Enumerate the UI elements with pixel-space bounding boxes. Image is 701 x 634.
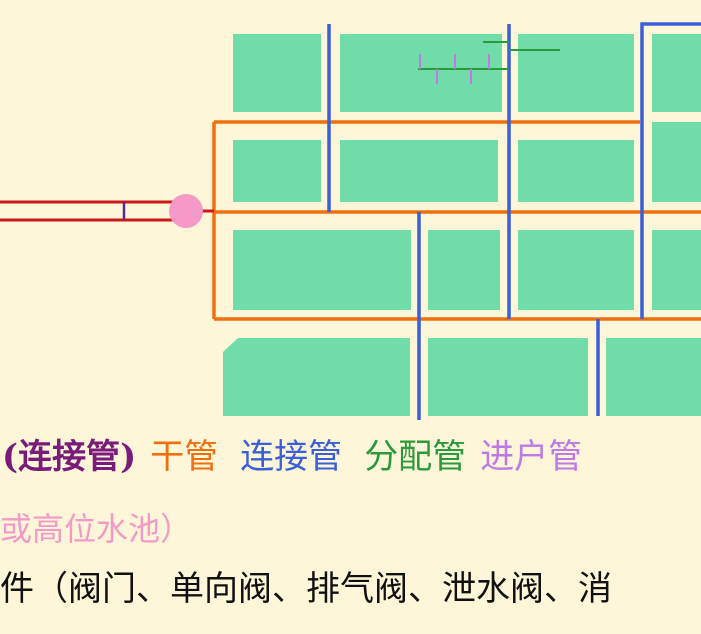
fittings-caption: 件（阀门、单向阀、排气阀、泄水阀、消 [0,569,612,609]
city-block [606,338,701,416]
city-blocks [223,34,701,416]
pipe-network-diagram [0,22,701,420]
legend-trunk: 干管 [150,437,219,477]
city-block [518,34,634,112]
city-block [652,122,701,202]
connecting-pipes [327,22,701,420]
distribution-pipes [418,41,560,70]
city-block [518,230,634,310]
city-block [428,230,500,310]
city-block [652,34,701,112]
city-block [340,140,498,202]
city-block [652,230,701,310]
city-block [223,338,410,416]
city-block [233,230,411,310]
legend-connector: 连接管 [240,437,343,477]
legend-connector-main: (连接管) [2,437,137,477]
trunk-mains [212,120,701,321]
city-block [233,34,321,112]
legend-distribution: 分配管 [364,437,467,477]
pipe-legend: (连接管) 干管连接管分配管进户管 [2,440,604,474]
city-block [428,338,588,416]
service-pipes [419,54,490,84]
city-block [233,140,321,202]
source-node [169,194,203,228]
city-block [340,34,502,112]
city-block [518,140,634,202]
legend-service: 进户管 [480,437,583,477]
source-caption: 或高位水池） [0,510,193,548]
